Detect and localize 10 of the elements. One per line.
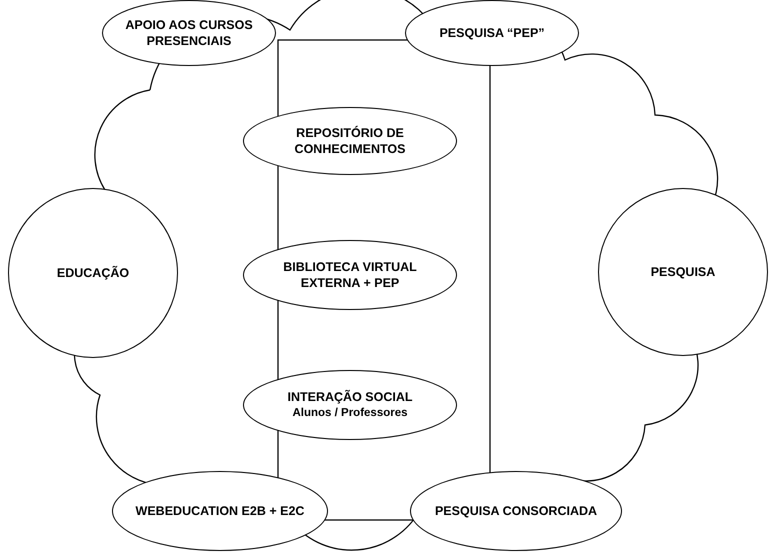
- node-label: EDUCAÇÃO: [56, 265, 130, 281]
- node-label: PESQUISA: [650, 264, 716, 280]
- node-label: INTERAÇÃO SOCIAL: [288, 389, 412, 405]
- node-label: PESQUISA CONSORCIADA: [434, 503, 598, 519]
- node-label: APOIO AOS CURSOS PRESENCIAIS: [124, 17, 254, 49]
- node-label: PESQUISA “PEP”: [439, 25, 545, 41]
- subtitle-text: Alunos / Professores: [292, 406, 408, 421]
- node-label: WEBEDUCATION E2B + E2C: [136, 503, 304, 519]
- node-label: REPOSITÓRIO DE CONHECIMENTOS: [294, 125, 406, 157]
- node-label: BIBLIOTECA VIRTUAL EXTERNA + PEP: [282, 259, 418, 291]
